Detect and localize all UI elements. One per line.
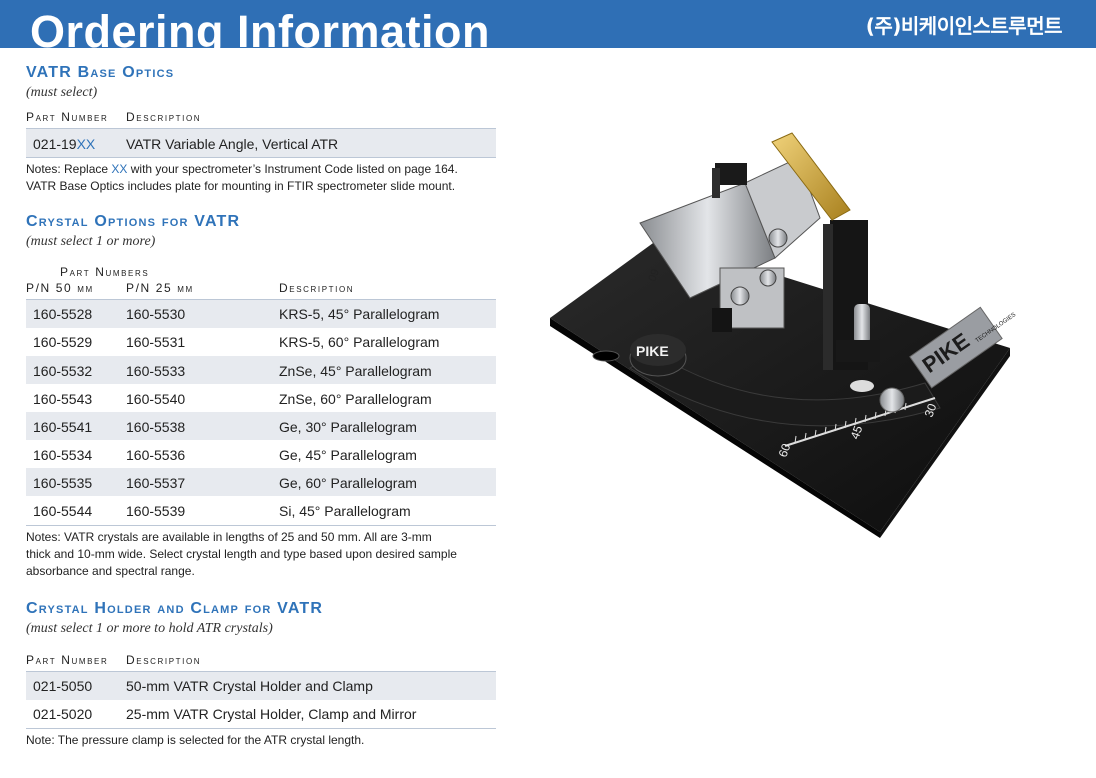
col-head-description: Description <box>126 110 202 124</box>
pn25-cell: 160-5537 <box>126 475 186 491</box>
header-bar: Ordering Information (주)비케이인스트루먼트 <box>0 0 1096 48</box>
scale-label-60: 60 <box>776 441 794 459</box>
notes-xx: XX <box>111 162 128 176</box>
part-number-cell: 021-5020 <box>33 706 93 722</box>
angle-scale <box>784 397 936 447</box>
notes-line: Notes: Replace XX with your spectrometer… <box>26 161 458 178</box>
part-suffix: XX <box>76 136 96 152</box>
column-post-face <box>823 224 833 370</box>
adjuster-base <box>850 380 874 392</box>
section-subtitle-base-optics: (must select) <box>26 85 98 100</box>
section-title-base-optics: VATR Base Optics <box>26 64 175 81</box>
part-prefix: 021-19 <box>33 136 77 152</box>
thumbscrew <box>854 304 870 344</box>
pn50-cell: 160-5543 <box>33 391 93 407</box>
base-plate-edge <box>550 318 880 538</box>
black-knob <box>712 308 732 332</box>
col-head-description: Description <box>126 653 202 667</box>
col-head-part-numbers: Part Numbers <box>60 265 150 279</box>
angled-plate-right <box>744 157 821 259</box>
col-head-description: Description <box>279 281 355 295</box>
section-subtitle-crystal-options: (must select 1 or more) <box>26 234 156 249</box>
slot-hole <box>592 350 620 362</box>
pn50-cell: 160-5529 <box>33 334 93 350</box>
col-head-part-number: Part Number <box>26 110 109 124</box>
scale-label-45: 45 <box>848 423 866 441</box>
description-cell: 50-mm VATR Crystal Holder and Clamp <box>126 678 373 694</box>
notes-line: thick and 10-mm wide. Select crystal len… <box>26 547 457 561</box>
screw-head <box>768 228 788 248</box>
description-cell: KRS-5, 60° Parallelogram <box>279 334 440 350</box>
adjuster-wheel <box>879 387 905 413</box>
screw-head <box>759 269 777 287</box>
part-number-cell: 021-19XX <box>33 136 95 152</box>
table-row-shade <box>26 300 496 328</box>
pn25-cell: 160-5536 <box>126 447 186 463</box>
description-cell: KRS-5, 45° Parallelogram <box>279 306 440 322</box>
pn50-cell: 160-5535 <box>33 475 93 491</box>
description-cell: Ge, 30° Parallelogram <box>279 419 417 435</box>
pn50-cell: 160-5544 <box>33 503 93 519</box>
pn25-cell: 160-5533 <box>126 363 186 379</box>
description-cell: Ge, 60° Parallelogram <box>279 475 417 491</box>
table-rule <box>26 299 496 300</box>
notes-line: VATR Base Optics includes plate for moun… <box>26 179 456 193</box>
scale-label-30: 30 <box>922 401 940 419</box>
description-cell: VATR Variable Angle, Vertical ATR <box>126 136 339 152</box>
holder-block <box>715 163 747 185</box>
description-cell: ZnSe, 60° Parallelogram <box>279 391 432 407</box>
holder-block-face <box>712 168 720 198</box>
table-rule <box>26 157 496 158</box>
col-head-pn-25: P/N 25 mm <box>126 281 194 295</box>
pn25-cell: 160-5531 <box>126 334 186 350</box>
notes-text: Notes: Replace <box>26 162 112 176</box>
lower-block <box>836 340 880 362</box>
part-number-cell: 021-5050 <box>33 678 93 694</box>
col-head-part-number: Part Number <box>26 653 109 667</box>
pn25-cell: 160-5538 <box>126 419 186 435</box>
page-title: Ordering Information <box>30 6 490 48</box>
section-subtitle-holder: (must select 1 or more to hold ATR cryst… <box>26 621 273 636</box>
knob-label: PIKE <box>636 343 669 359</box>
table-row <box>26 129 496 157</box>
section-title-crystal-options: Crystal Options for VATR <box>26 213 241 230</box>
notes-text: with your spectrometer’s Instrument Code… <box>127 162 458 176</box>
pn50-cell: 160-5541 <box>33 419 93 435</box>
description-cell: 25-mm VATR Crystal Holder, Clamp and Mir… <box>126 706 417 722</box>
protractor-arc <box>629 352 941 427</box>
description-cell: Ge, 45° Parallelogram <box>279 447 417 463</box>
section-title-holder: Crystal Holder and Clamp for VATR <box>26 600 324 617</box>
table-row <box>26 672 496 700</box>
table-rule <box>26 525 496 526</box>
notes-line: Note: The pressure clamp is selected for… <box>26 733 365 747</box>
pn50-cell: 160-5532 <box>33 363 93 379</box>
table-row-shade <box>26 412 496 440</box>
description-cell: Si, 45° Parallelogram <box>279 503 411 519</box>
screw-head <box>730 286 750 306</box>
base-plate-shape <box>550 238 1010 532</box>
dial-label: 60 <box>645 267 660 283</box>
table-row-shade <box>26 468 496 496</box>
pn50-cell: 160-5528 <box>33 306 93 322</box>
notes-line: absorbance and spectral range. <box>26 564 195 578</box>
pn25-cell: 160-5539 <box>126 503 186 519</box>
table-rule <box>26 128 496 129</box>
pn50-cell: 160-5534 <box>33 447 93 463</box>
pn25-cell: 160-5540 <box>126 391 186 407</box>
table-row-shade <box>26 356 496 384</box>
notes-line: Notes: VATR crystals are available in le… <box>26 530 432 544</box>
table-rule <box>26 728 496 729</box>
col-head-pn-50: P/N 50 mm <box>26 281 94 295</box>
knob-top <box>630 334 686 366</box>
table-rule <box>26 671 496 672</box>
pn25-cell: 160-5530 <box>126 306 186 322</box>
base-plate-edge <box>880 348 1010 538</box>
description-cell: ZnSe, 45° Parallelogram <box>279 363 432 379</box>
company-name: (주)비케이인스트루먼트 <box>865 14 1063 38</box>
atr-crystal <box>771 132 851 221</box>
product-photo: 60 45 30 PIKE PIKE TECHNOLOGIES 60 <box>550 132 1017 538</box>
